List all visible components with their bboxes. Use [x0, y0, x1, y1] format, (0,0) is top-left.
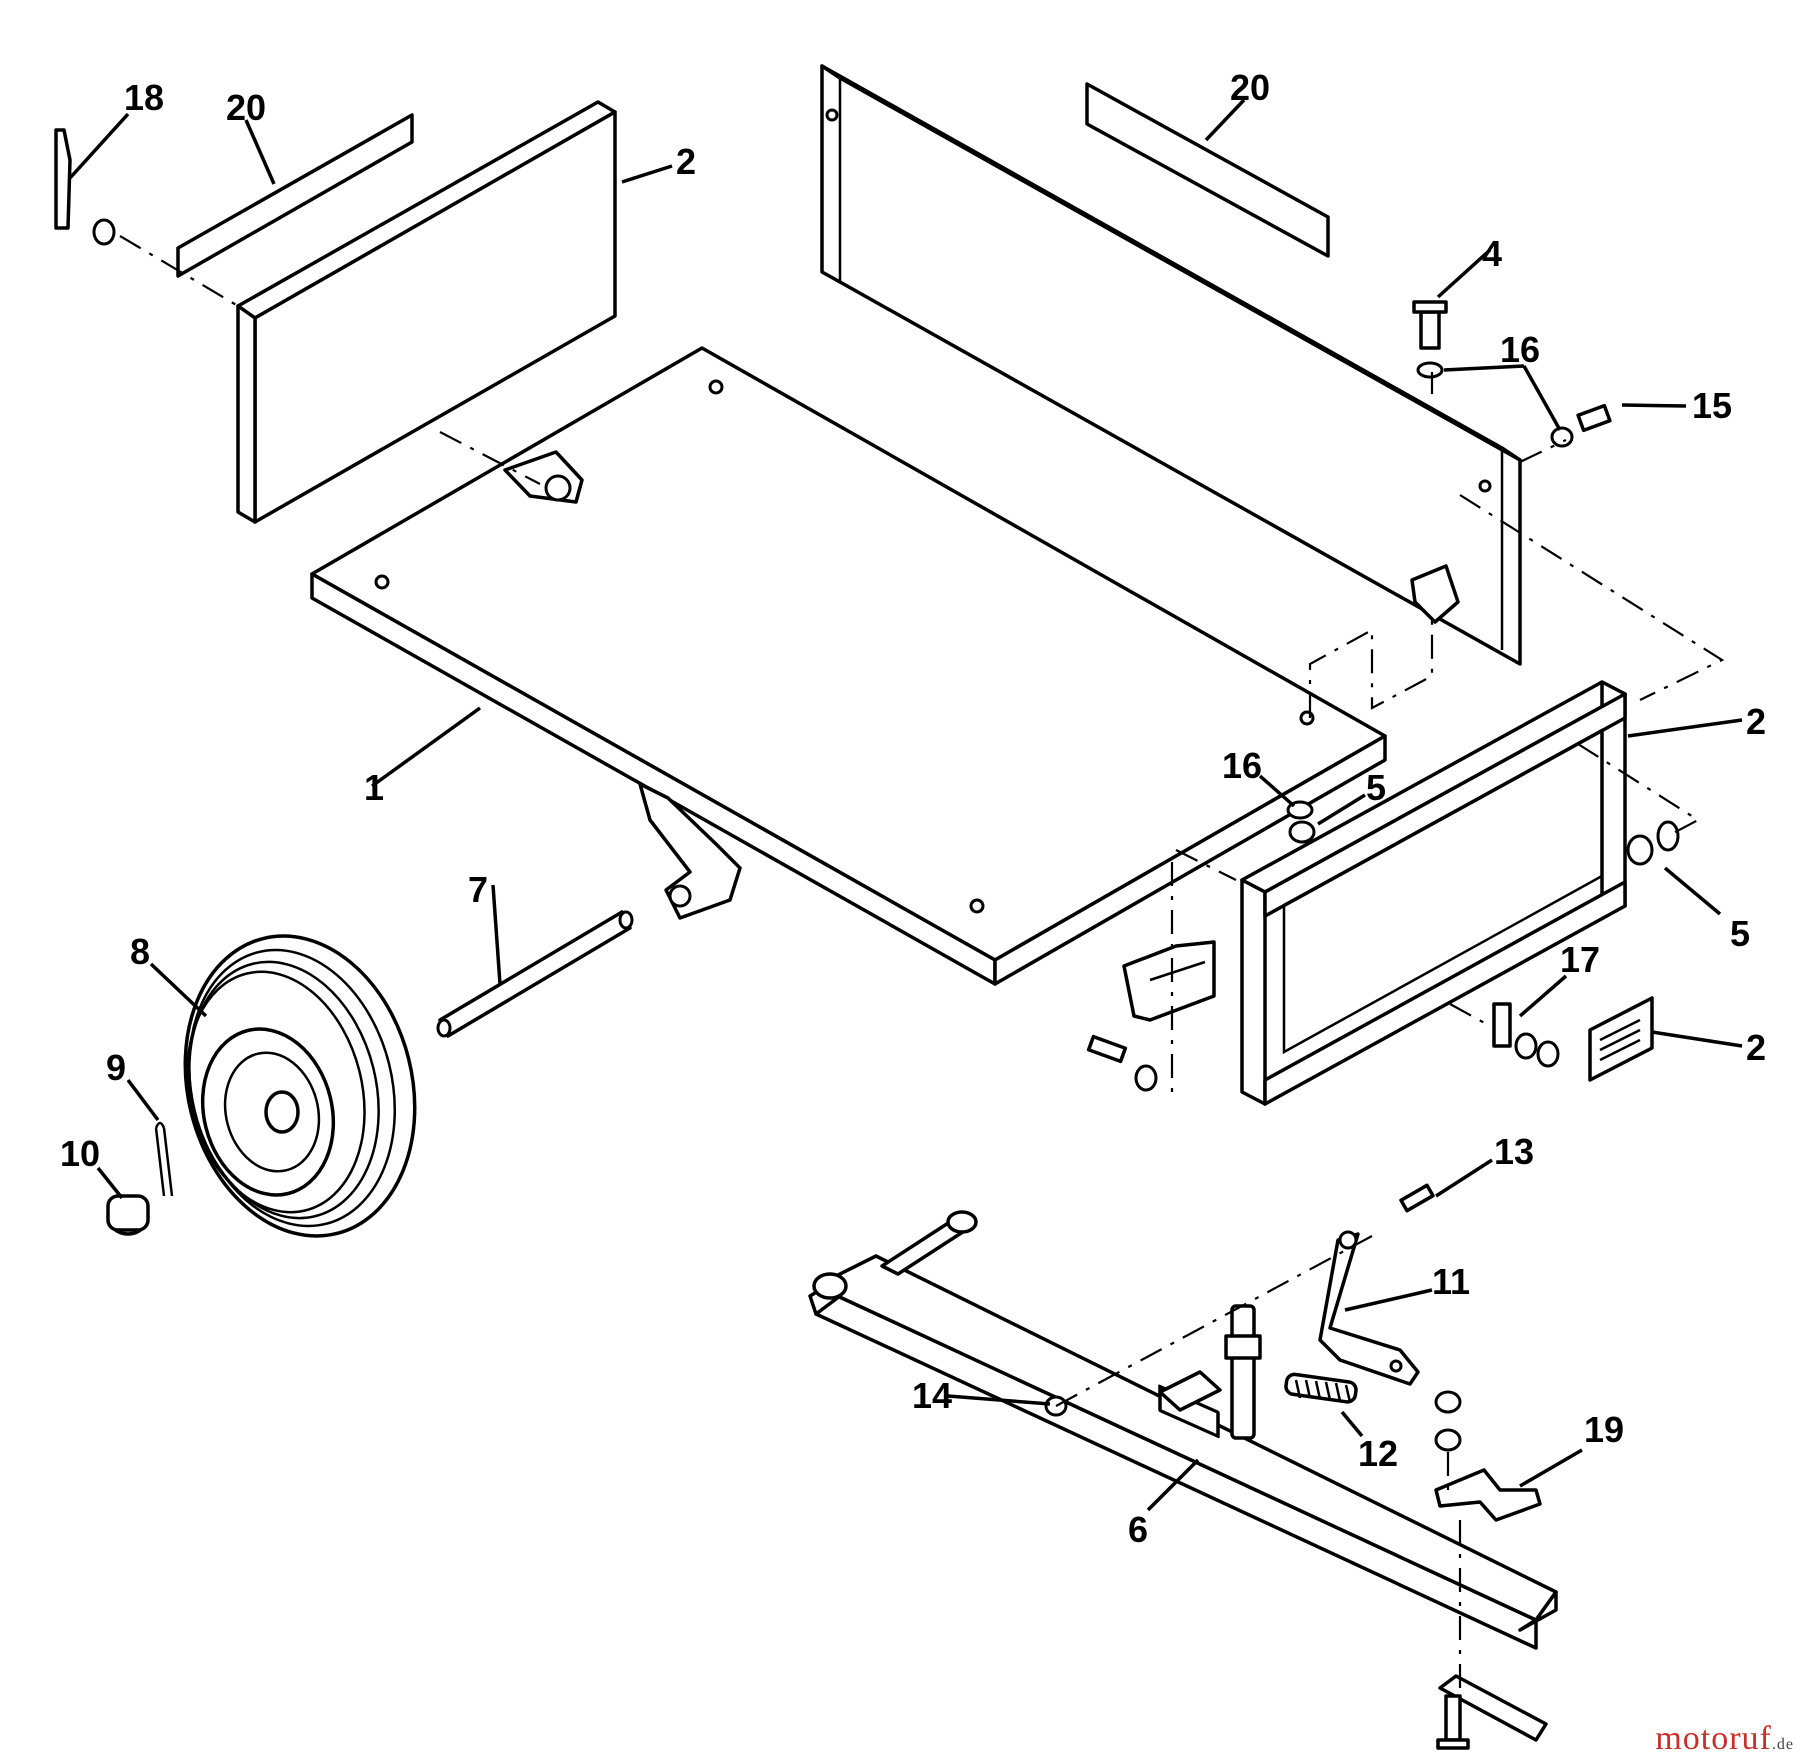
tongue-assembly — [808, 1210, 1558, 1650]
cotter-pin — [154, 1121, 174, 1197]
axle-bracket-right — [1122, 940, 1216, 1022]
callout-16-middle: 16 — [1222, 745, 1262, 786]
callout-19: 19 — [1584, 1409, 1624, 1450]
callout-4: 4 — [1482, 233, 1502, 274]
callout-7: 7 — [468, 869, 488, 910]
hitch-latch — [1158, 1304, 1262, 1440]
callout-10: 10 — [60, 1133, 100, 1174]
callout-8: 8 — [130, 931, 150, 972]
hub-cap — [106, 1194, 150, 1236]
callout-17: 17 — [1560, 939, 1600, 980]
callout-2-left-board: 2 — [676, 141, 696, 182]
corner-bracket-left — [503, 450, 584, 504]
axle-bracket-left — [638, 782, 742, 920]
callout-9: 9 — [106, 1047, 126, 1088]
bottom-plate — [1438, 1674, 1548, 1742]
callout-13: 13 — [1494, 1131, 1534, 1172]
rear-side-board — [820, 64, 1522, 666]
callout-1: 1 — [364, 767, 384, 808]
callout-labels: 1 2 2 2 4 5 5 6 7 8 9 10 11 12 13 14 15 … — [60, 67, 1766, 1550]
callout-18: 18 — [124, 77, 164, 118]
callout-20-left: 20 — [226, 87, 266, 128]
callout-11: 11 — [1432, 1261, 1470, 1302]
watermark-brand: motoruf — [1655, 1720, 1772, 1757]
watermark-logo: motoruf.de — [1655, 1720, 1794, 1758]
callout-5-right: 5 — [1730, 913, 1750, 954]
corner-bracket-right — [1410, 564, 1460, 624]
hardware — [54, 128, 1680, 1750]
decal-plate — [1588, 996, 1654, 1082]
assembly-lines — [119, 235, 1725, 1690]
callout-2-tailgate: 2 — [1746, 701, 1766, 742]
wheel-assembly — [183, 934, 417, 1238]
axle-pin — [436, 910, 634, 1038]
callout-2-plate: 2 — [1746, 1027, 1766, 1068]
spring — [1284, 1372, 1358, 1404]
watermark-tld: .de — [1771, 1736, 1794, 1753]
decal-strip-right — [1085, 82, 1330, 258]
left-side-board — [236, 100, 617, 524]
decal-strip-left — [176, 113, 414, 278]
callout-15: 15 — [1692, 385, 1732, 426]
clamp-plate — [1434, 1468, 1542, 1522]
callout-16-top: 16 — [1500, 329, 1540, 370]
trailer-bed — [310, 346, 1387, 986]
latch-lever — [1318, 1230, 1420, 1386]
callout-20-right: 20 — [1230, 67, 1270, 108]
callout-5-top: 5 — [1366, 767, 1386, 808]
leader-lines — [68, 98, 1743, 1512]
tailgate-frame — [1240, 680, 1627, 1106]
callout-6: 6 — [1128, 1509, 1148, 1550]
callout-14: 14 — [912, 1375, 952, 1416]
callout-12: 12 — [1358, 1433, 1398, 1474]
